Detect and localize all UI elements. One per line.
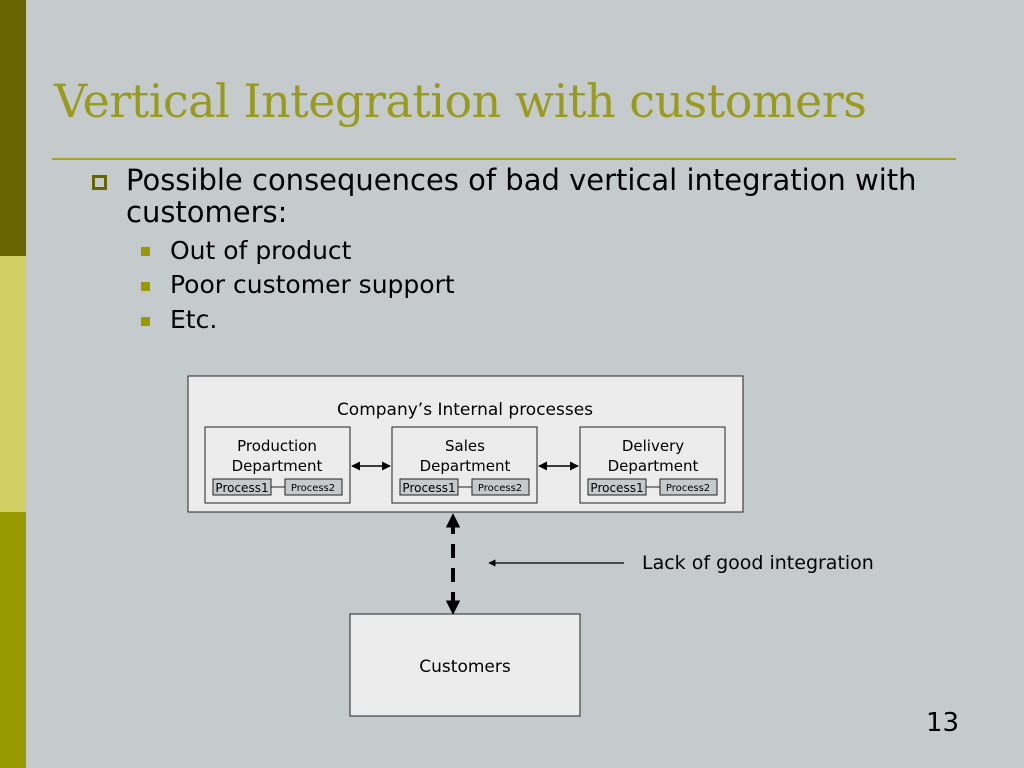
sub-bullet-3: Etc. (170, 305, 218, 334)
process-box (471, 478, 530, 496)
process-box (284, 478, 343, 496)
sidebar-block-mid (0, 512, 26, 768)
department-production: Production Department Process1 Process2 (204, 426, 351, 504)
customers-label: Customers (419, 657, 511, 677)
customers-box (349, 613, 581, 717)
department-name: Department (608, 457, 699, 475)
department-name: Production (237, 437, 317, 455)
square-bullet-icon (141, 282, 150, 291)
sidebar-accent (0, 0, 26, 768)
title-underline (52, 158, 956, 160)
sub-bullet-2: Poor customer support (170, 270, 455, 299)
department-delivery: Delivery Department Process1 Process2 (579, 426, 726, 504)
department-name: Delivery (622, 437, 684, 455)
square-bullet-icon (141, 317, 150, 326)
container-label: Company’s Internal processes (337, 400, 593, 420)
process-label: Process1 (215, 481, 268, 495)
main-bullet-text: Possible consequences of bad vertical in… (126, 163, 917, 229)
slide-title: Vertical Integration with customers (54, 74, 867, 128)
process-label: Process2 (478, 483, 522, 494)
hollow-square-bullet-icon (92, 175, 107, 190)
department-name: Sales (445, 437, 485, 455)
process-box (659, 478, 718, 496)
integration-annotation: Lack of good integration (642, 552, 874, 574)
page-number: 13 (926, 708, 960, 738)
process-label: Process1 (402, 481, 455, 495)
sidebar-block-dark (0, 0, 26, 256)
sub-bullet-1: Out of product (170, 236, 352, 265)
process-label: Process2 (666, 483, 710, 494)
department-name: Department (232, 457, 323, 475)
square-bullet-icon (141, 247, 150, 256)
process-label: Process2 (291, 483, 335, 494)
department-name: Department (420, 457, 511, 475)
process-label: Process1 (590, 481, 643, 495)
department-sales: Sales Department Process1 Process2 (391, 426, 538, 504)
sidebar-block-light (0, 256, 26, 512)
